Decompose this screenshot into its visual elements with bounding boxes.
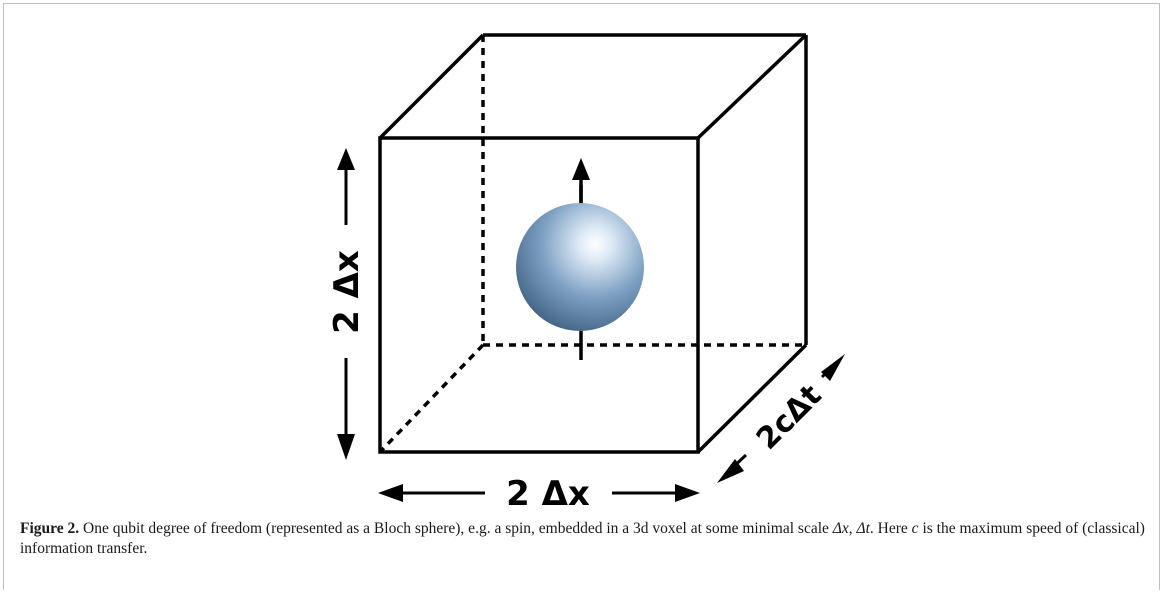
height-dimension-arrow xyxy=(337,148,355,460)
caption-text-3: is the maximum speed of (classical) info… xyxy=(20,520,1145,557)
width-dimension-arrow xyxy=(378,484,700,502)
figure-frame xyxy=(3,3,1160,590)
width-label: 2 Δx xyxy=(506,474,590,510)
caption-text-1: One qubit degree of freedom (represented… xyxy=(79,520,833,537)
depth-dimension-arrow xyxy=(717,354,845,483)
spin-arrow xyxy=(572,158,590,203)
height-label: 2 Δx xyxy=(327,250,367,334)
hidden-edges xyxy=(378,35,806,454)
caption-c: c xyxy=(911,520,919,537)
caption-dx: Δx xyxy=(832,520,849,537)
caption-separator: , xyxy=(848,520,857,537)
cube-edges xyxy=(378,33,808,454)
figure-caption: Figure 2. One qubit degree of freedom (r… xyxy=(20,519,1145,559)
caption-figure-label: Figure 2. xyxy=(20,520,80,537)
caption-dt: Δt xyxy=(856,520,870,537)
bloch-sphere xyxy=(516,203,644,331)
voxel-figure: 2 Δx 2 Δx 2cΔt xyxy=(327,33,845,510)
caption-text-2: . Here xyxy=(869,520,912,537)
